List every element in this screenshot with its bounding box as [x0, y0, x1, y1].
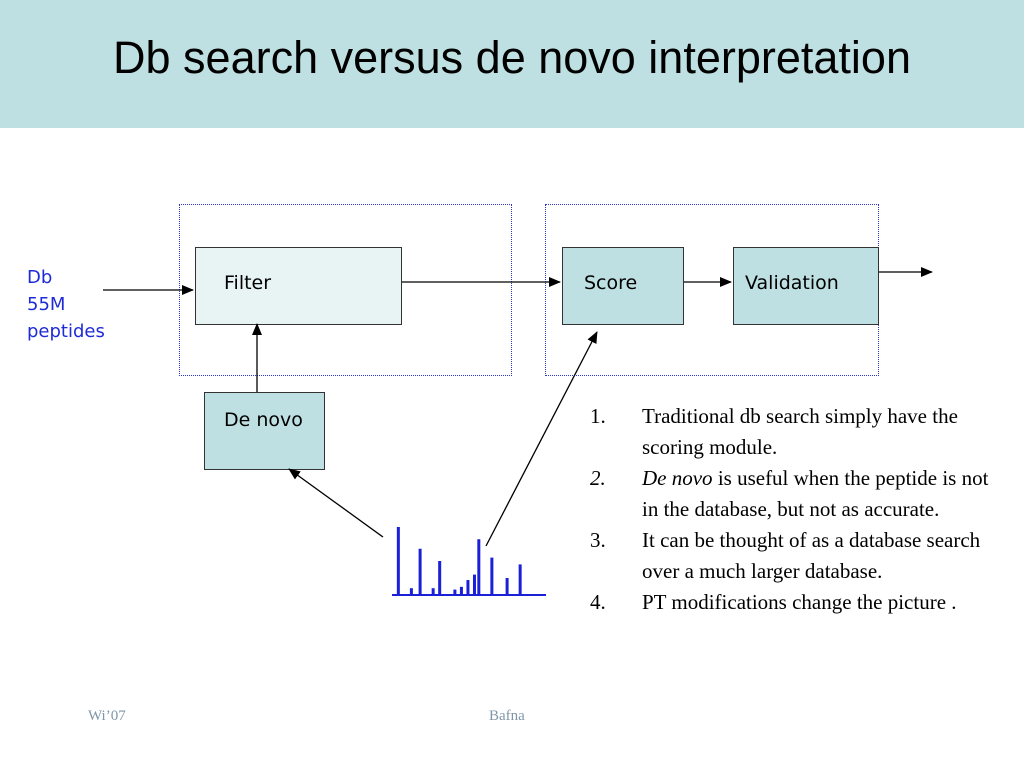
note-number: 3.	[590, 528, 606, 552]
note-number: 4.	[590, 590, 606, 614]
db-label-line-1: Db	[27, 267, 53, 288]
note-item: 1. Traditional db search simply have the…	[590, 401, 990, 463]
note-text: It can be thought of as a database searc…	[642, 528, 981, 583]
mass-spectrum	[392, 527, 546, 596]
db-input-label: Db 55M peptides	[27, 264, 105, 345]
footer-center: Bafna	[489, 708, 525, 724]
validation-node: Validation	[733, 247, 879, 325]
title-bar	[0, 0, 1024, 128]
score-node: Score	[562, 247, 684, 325]
note-number: 2.	[590, 466, 606, 490]
de-novo-node: De novo	[204, 392, 325, 470]
note-item: 2. De novo is useful when the peptide is…	[590, 463, 990, 525]
note-item: 3. It can be thought of as a database se…	[590, 525, 990, 587]
arrow-spectrum-to-denovo	[288, 468, 384, 538]
db-label-line-3: peptides	[27, 321, 105, 342]
arrow-spectrum-to-score	[485, 331, 598, 547]
filter-node: Filter	[195, 247, 402, 325]
slide-title: Db search versus de novo interpretation	[113, 32, 911, 83]
db-label-line-2: 55M	[27, 294, 66, 315]
note-number: 1.	[590, 404, 606, 428]
de-novo-node-label: De novo	[224, 409, 303, 431]
note-item: 4. PT modifications change the picture .	[590, 587, 990, 618]
note-text: Traditional db search simply have the sc…	[642, 404, 958, 459]
note-text: is useful when the peptide is not in the…	[642, 466, 989, 521]
note-text: PT modifications change the picture .	[642, 590, 957, 614]
footer-left: Wi’07	[88, 708, 126, 724]
note-lead: De novo	[642, 466, 713, 490]
validation-node-label: Validation	[745, 272, 839, 294]
score-node-label: Score	[584, 272, 638, 294]
notes-list: 1. Traditional db search simply have the…	[590, 401, 990, 618]
filter-node-label: Filter	[224, 272, 272, 294]
